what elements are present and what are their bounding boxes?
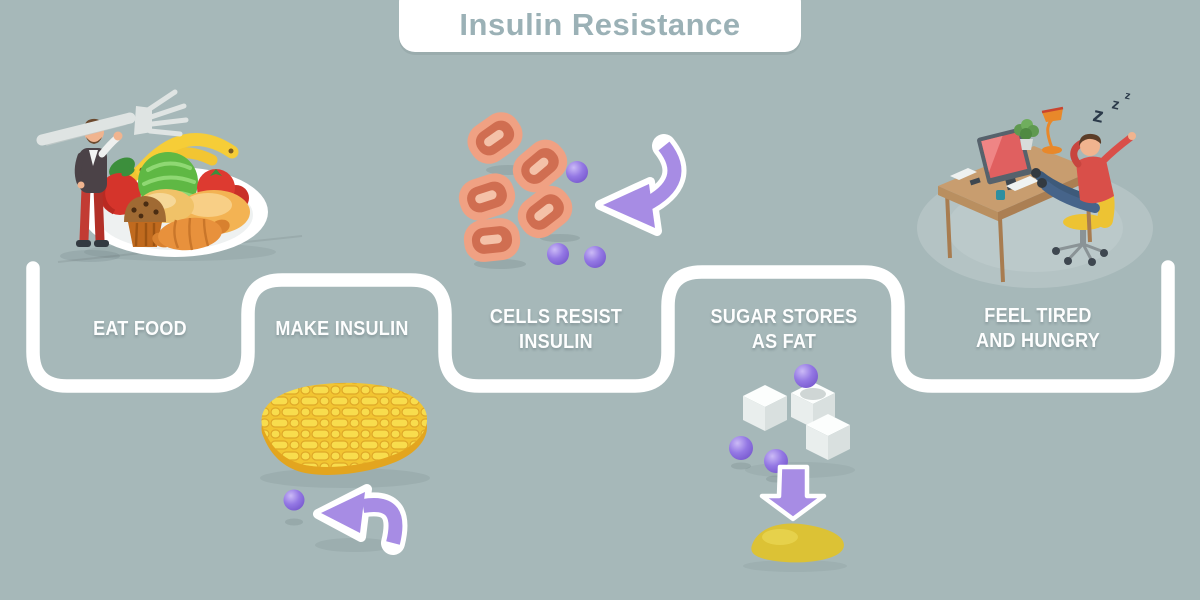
sugar-cube: [806, 414, 850, 460]
shirt: [1076, 156, 1114, 204]
blood-cell: [463, 218, 521, 262]
plant: [1014, 119, 1039, 150]
man-shadow: [60, 250, 120, 262]
sleeping-man: [1031, 132, 1136, 213]
croissant: [152, 217, 230, 251]
pancreas-illustration: [260, 382, 430, 555]
shirt: [89, 150, 98, 166]
fat-blob: [751, 523, 844, 563]
step-label-sugar-stores-as-fat: SUGAR STORES AS FAT: [710, 306, 858, 353]
title-box: Insulin Resistance: [399, 0, 801, 52]
tablet: [950, 168, 977, 180]
mug: [996, 190, 1005, 200]
blood-cell: [467, 112, 523, 164]
down-arrow-icon: [759, 464, 827, 522]
keyboard: [1006, 176, 1039, 191]
curved-arrow-icon: [595, 134, 687, 236]
curved-arrow-icon: [313, 484, 408, 555]
step-label-cells-resist-insulin: CELLS RESIST INSULIN: [489, 306, 623, 353]
step-label-eat-food: EAT FOOD: [93, 318, 187, 340]
sugar-to-fat-illustration: [729, 364, 855, 572]
vest: [79, 148, 107, 193]
insulin-sphere: [584, 246, 606, 268]
hair: [1079, 133, 1102, 146]
blood-cell: [458, 173, 516, 221]
beard: [86, 137, 102, 144]
insulin-sphere: [566, 161, 588, 183]
insulin-sphere: [794, 364, 818, 388]
insulin-sphere: [283, 489, 305, 511]
shoe: [94, 240, 109, 247]
step-label-make-insulin: MAKE INSULIN: [275, 318, 409, 340]
head: [1080, 136, 1100, 156]
hand: [113, 131, 123, 141]
tired-man-illustration: [917, 106, 1153, 288]
flow-path-line: [26, 260, 1175, 393]
step-label-feel-tired-and-hungry: FEEL TIRED AND HUNGRY: [975, 305, 1101, 352]
plate-of-food: [82, 133, 268, 257]
shoe: [76, 240, 91, 247]
page-title: Insulin Resistance: [459, 7, 741, 42]
blood-cell: [512, 139, 568, 193]
phone: [969, 177, 981, 186]
insulin-sphere: [729, 436, 753, 460]
desk-lamp: [1041, 106, 1064, 154]
desk: [938, 146, 1094, 283]
fork-icon: [36, 89, 189, 146]
insulin-sphere: [547, 243, 569, 265]
blood-cell: [517, 185, 573, 239]
blood-cells-illustration: [458, 112, 687, 269]
sugar-cube: [743, 385, 787, 431]
eating-man-illustration: [36, 89, 303, 263]
